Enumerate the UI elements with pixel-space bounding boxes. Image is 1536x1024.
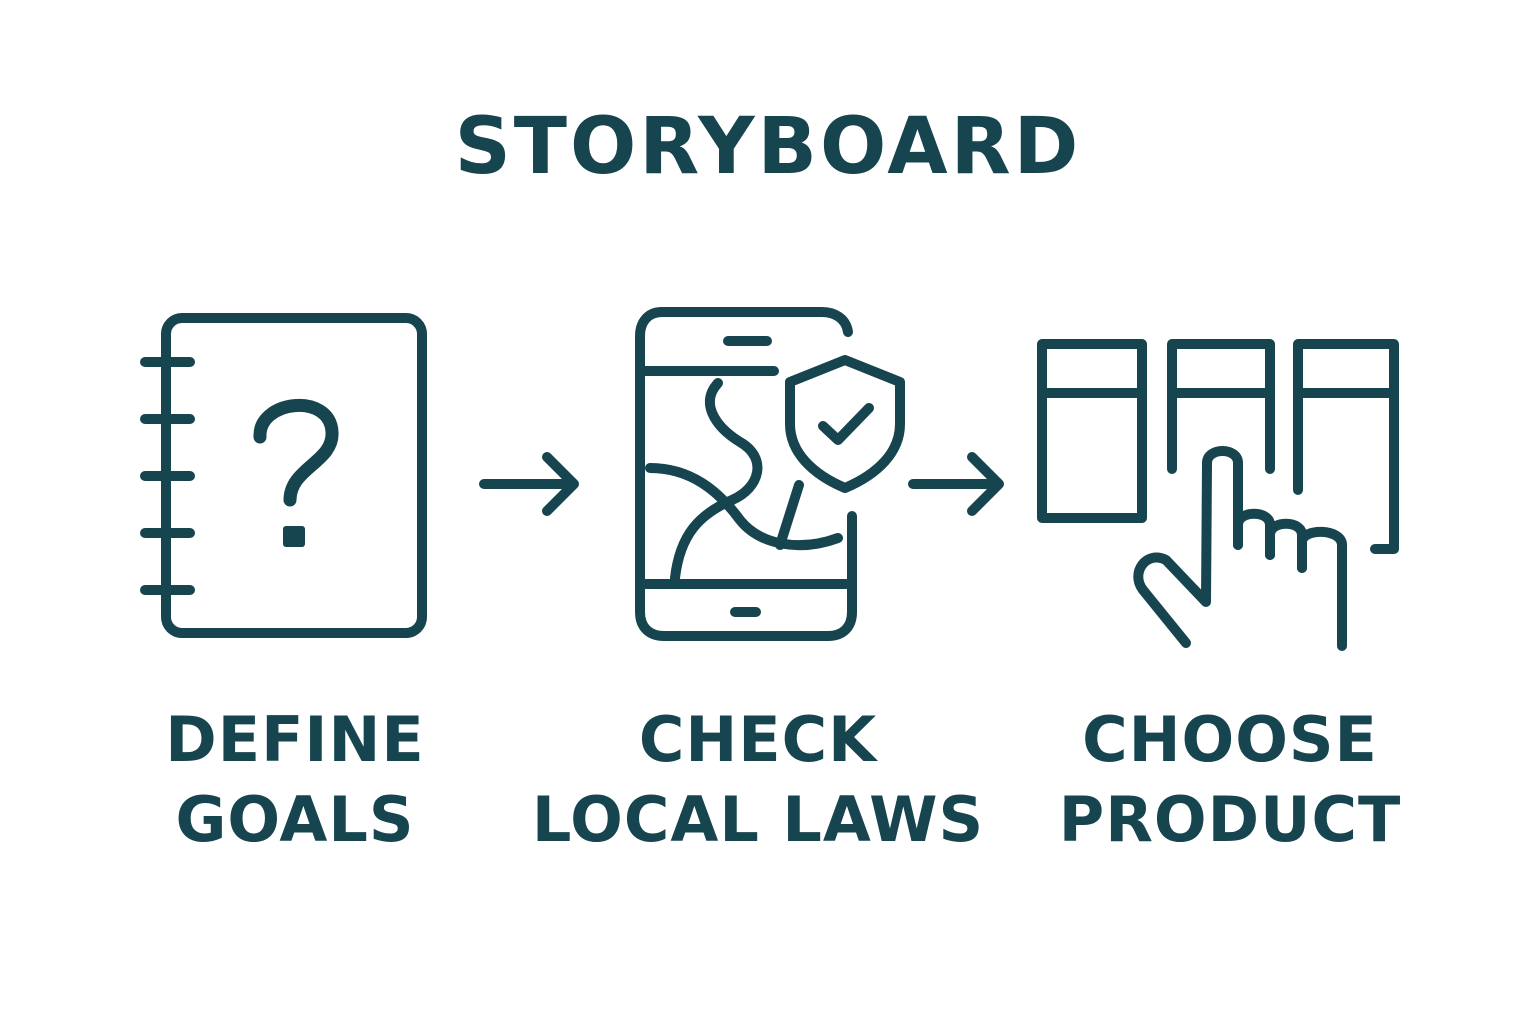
step-label-line: PRODUCT [1058,783,1402,856]
arrow-right-icon [908,452,1004,516]
arrow-right-icon [479,452,579,516]
phone-map-shield-icon [635,307,905,641]
step-label-line: DEFINE [165,703,425,776]
step-label-line: CHECK [638,703,878,776]
step-label-line: GOALS [175,783,415,856]
storyboard-title: STORYBOARD [454,102,1082,192]
product-pointing-hand-icon [1037,339,1399,651]
notebook-question-icon [140,313,427,638]
step-label-check-local-laws: CHECK LOCAL LAWS [508,700,1008,860]
step-label-define-goals: DEFINE GOALS [95,700,495,860]
step-label-choose-product: CHOOSE PRODUCT [1010,700,1450,860]
step-label-line: LOCAL LAWS [531,783,985,856]
step-label-line: CHOOSE [1082,703,1378,776]
